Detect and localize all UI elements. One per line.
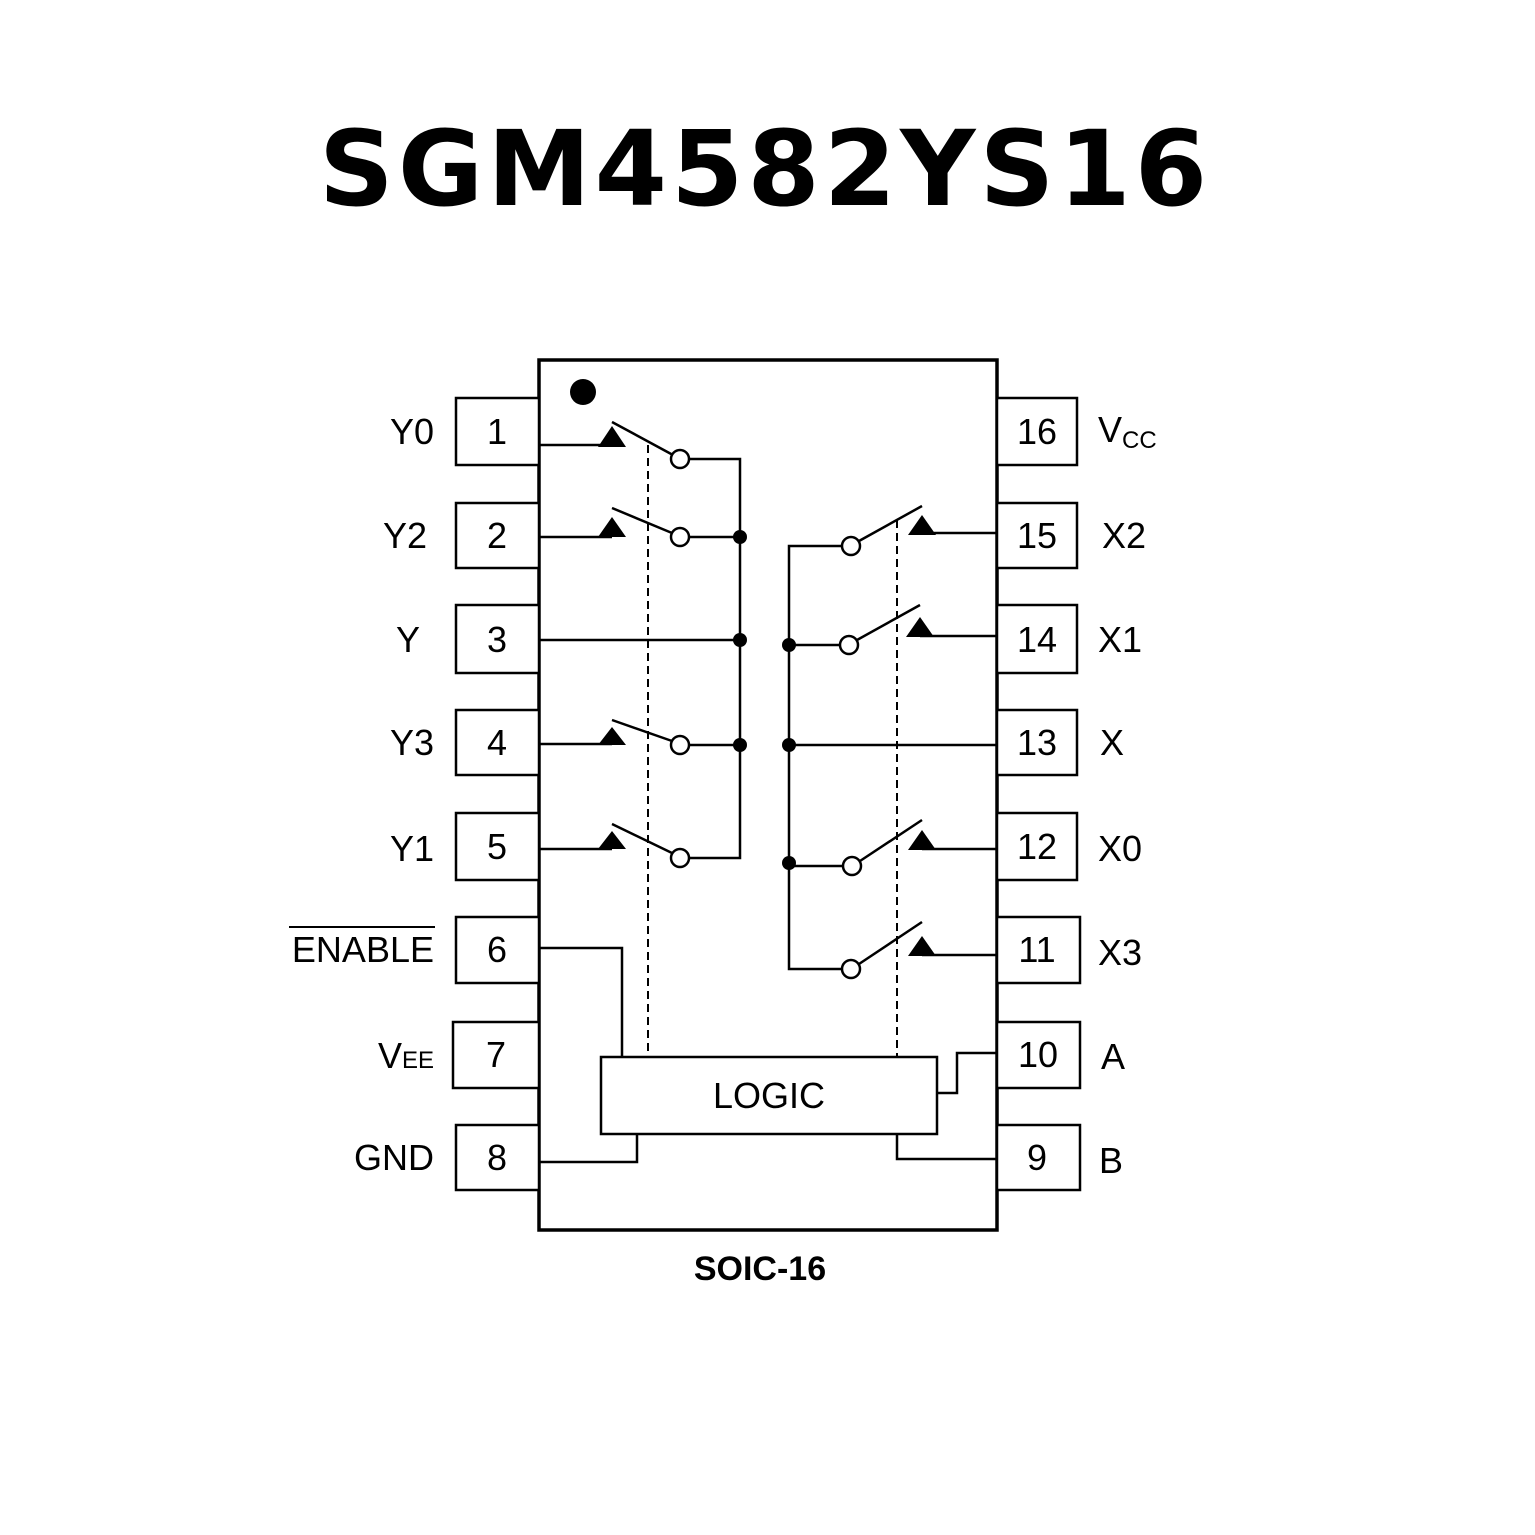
pin-12-box <box>995 811 1079 882</box>
gnd-wire <box>539 1134 639 1164</box>
pin-label: Y3 <box>390 722 434 763</box>
chip-title: SGM4582YS16 <box>319 108 1211 230</box>
pin-label: Y <box>396 619 420 660</box>
pin-label: Y1 <box>390 828 434 869</box>
pin-7-box <box>451 1020 541 1090</box>
pin-label: B <box>1099 1140 1123 1181</box>
pin-label: GND <box>354 1137 434 1178</box>
pin-14-box <box>995 603 1079 675</box>
pin-9-box <box>995 1123 1082 1192</box>
pin-number: 5 <box>487 826 507 867</box>
pin-15-box <box>995 501 1079 570</box>
enable-wire <box>539 946 624 1057</box>
pin-number: 14 <box>1017 619 1057 660</box>
pin-number: 6 <box>487 929 507 970</box>
pin-number: 10 <box>1018 1034 1058 1075</box>
pin-6-box <box>454 915 541 985</box>
pin-8-box <box>454 1123 541 1192</box>
pin-number: 15 <box>1017 515 1057 556</box>
right-pins <box>995 396 1082 1192</box>
pin-16-box <box>995 396 1079 467</box>
pin-number: 7 <box>486 1034 506 1075</box>
left-pins <box>451 396 541 1192</box>
pin-5-box <box>454 811 541 882</box>
pin-number: 9 <box>1027 1137 1047 1178</box>
pin-label-vee: VEE <box>378 1035 434 1076</box>
pin-label: X1 <box>1098 619 1142 660</box>
pin-number: 16 <box>1017 411 1057 452</box>
logic-block <box>599 1055 939 1136</box>
pin-label: X <box>1100 722 1124 763</box>
pin-2-box <box>454 501 541 570</box>
b-wire <box>895 1134 997 1161</box>
pin-label: X3 <box>1098 932 1142 973</box>
a-wire <box>937 1051 997 1095</box>
pin-label: X2 <box>1102 515 1146 556</box>
pin-number: 8 <box>487 1137 507 1178</box>
pin-label: A <box>1101 1036 1125 1077</box>
pin-number: 13 <box>1017 722 1057 763</box>
pin-label-enable: ENABLE <box>292 929 434 970</box>
pin-10-box <box>995 1020 1082 1090</box>
logic-label: LOGIC <box>713 1075 825 1116</box>
pin-label: Y0 <box>390 411 434 452</box>
pin-13-box <box>995 708 1079 777</box>
pin-label-vcc: VCC <box>1098 409 1157 454</box>
pin-label: X0 <box>1098 828 1142 869</box>
pin-number: 2 <box>487 515 507 556</box>
pin-label: Y2 <box>383 515 427 556</box>
y-switch-network <box>539 420 747 1057</box>
pin1-marker-dot <box>570 379 596 405</box>
pin-number: 11 <box>1018 929 1055 970</box>
x-switch-network <box>782 504 997 1057</box>
pin-number: 3 <box>487 619 507 660</box>
pin-number: 4 <box>487 722 507 763</box>
package-label: SOIC-16 <box>694 1250 826 1288</box>
pin-4-box <box>454 708 541 777</box>
pin-11-box <box>995 915 1082 985</box>
pin-1-box <box>454 396 541 467</box>
pin-number: 1 <box>487 411 507 452</box>
pin-number: 12 <box>1017 826 1057 867</box>
